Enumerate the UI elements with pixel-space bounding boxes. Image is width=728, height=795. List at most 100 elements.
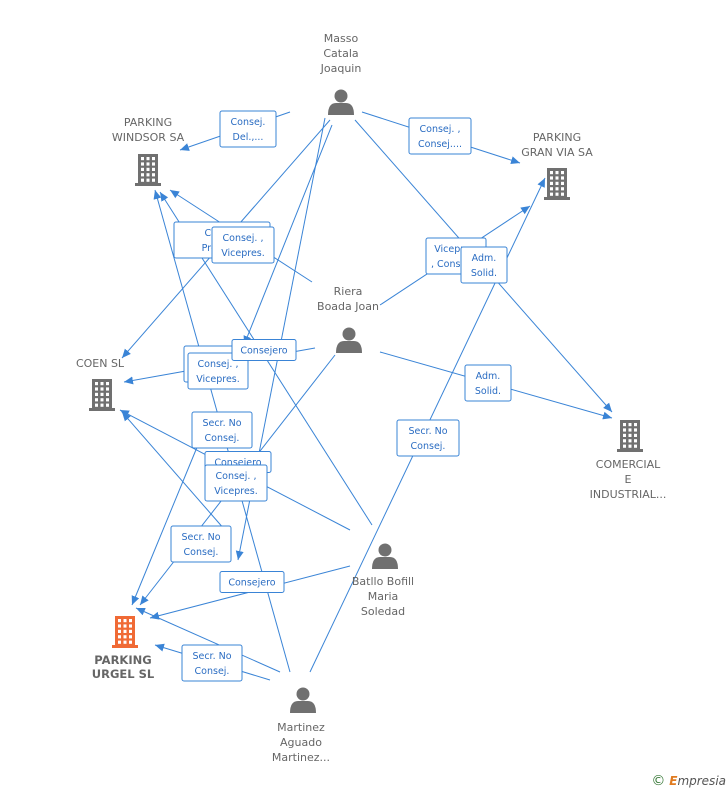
- copyright-icon: ©: [651, 773, 666, 789]
- edge-label: Consej. , Vicepres.: [204, 464, 268, 502]
- node-label: Martinez: [277, 721, 325, 734]
- edge-label-box: [181, 644, 243, 682]
- edge-label-text: Adm.: [472, 253, 497, 264]
- person-icon: [290, 687, 316, 713]
- brand-rest: mpresia: [677, 774, 726, 788]
- edge-label-text: Del.,...: [233, 132, 264, 143]
- edge-line: [243, 124, 333, 346]
- edge-label-box: [460, 246, 508, 284]
- edge-label: Adm. Solid.: [464, 364, 512, 402]
- edge-label-text: Consej. ,: [420, 124, 461, 135]
- node-label: Boada Joan: [317, 300, 379, 313]
- node-label: Batllo Bofill: [352, 575, 414, 588]
- edge-label-text: Solid.: [475, 386, 501, 397]
- edge-label: Consej. , Consej....: [408, 117, 472, 155]
- person-icon: [328, 89, 354, 115]
- building-icon: [89, 379, 115, 411]
- edge-label: Consejero: [219, 571, 285, 593]
- building-icon: [544, 168, 570, 200]
- building-icon: [135, 154, 161, 186]
- node-label: Soledad: [361, 605, 405, 618]
- edge-label-text: Consej.: [411, 441, 446, 452]
- node-martinez[interactable]: MartinezAguadoMartinez...: [272, 687, 330, 765]
- edge-label-text: Consejero: [228, 578, 275, 589]
- edge-label: Secr. No Consej.: [396, 419, 460, 457]
- node-coen[interactable]: COEN SL: [76, 357, 125, 411]
- edge-label-box: [187, 352, 249, 390]
- edge-label: Consej. , Vicepres.: [187, 352, 249, 390]
- edge-label-text: Consej. ,: [198, 359, 239, 370]
- edge-label-text: Consej. ,: [223, 233, 264, 244]
- edge-label-box: [170, 525, 232, 563]
- edge-label-box: [211, 226, 275, 264]
- node-comercial[interactable]: COMERCIAL E INDUSTRIAL...: [590, 420, 667, 501]
- edge-label-box: [408, 117, 472, 155]
- edge-label-text: Secr. No: [192, 651, 231, 662]
- edge-label-text: Consejero: [240, 346, 287, 357]
- edge-label: Secr. No Consej.: [170, 525, 232, 563]
- node-label: PARKING: [94, 653, 151, 667]
- edge-label-text: Consejero: [214, 458, 261, 469]
- edge-label-box: [191, 411, 253, 449]
- edge-label-text: Vicepres.: [434, 244, 478, 255]
- edge-label-text: Consej....: [418, 139, 462, 150]
- node-label: E: [625, 473, 632, 486]
- node-label: COEN SL: [76, 357, 125, 370]
- edge-label-text: Vicepres.: [221, 248, 265, 259]
- node-label: Masso: [324, 32, 359, 45]
- edge-label-text: , Consej....: [431, 259, 481, 270]
- edge-label: Consej. Del.,...: [219, 110, 277, 148]
- edge-label-text: Secr. No: [202, 418, 241, 429]
- brand-e: E: [669, 774, 678, 788]
- node-label: COMERCIAL: [596, 458, 661, 471]
- edge-label-text: Consej.: [205, 433, 240, 444]
- edge-label-text: Solid.: [471, 268, 497, 279]
- node-label: Martinez...: [272, 751, 330, 764]
- edge-label: Consejero: [231, 339, 297, 361]
- edge-line: [121, 411, 226, 531]
- node-granvia[interactable]: PARKING GRAN VIA SA: [521, 131, 593, 200]
- edge-label-text: Consej.: [184, 547, 219, 558]
- node-label: Catala: [323, 47, 358, 60]
- node-label: WINDSOR SA: [112, 131, 185, 144]
- building-icon: [617, 420, 643, 452]
- edge-label-text: Adm.: [476, 371, 501, 382]
- edge-label-box: [219, 110, 277, 148]
- edge-line: [135, 607, 281, 673]
- edge-label: Consej. , Vicepres.: [211, 226, 275, 264]
- empresia-brand: © Empresia: [651, 773, 726, 789]
- building-icon: [112, 616, 138, 648]
- edge-label-text: Vicepres.: [196, 374, 240, 385]
- edge-label-text: Secr. No: [408, 426, 447, 437]
- node-label: Joaquin: [320, 62, 362, 75]
- edge-label-box: [231, 339, 297, 361]
- node-label: INDUSTRIAL...: [590, 488, 667, 501]
- person-icon: [336, 327, 362, 353]
- edge-label-text: Consej. ,: [216, 471, 257, 482]
- edge-label-text: Vicepres.: [214, 486, 258, 497]
- edge-label-box: [396, 419, 460, 457]
- edge-label-text: Consej.: [195, 666, 230, 677]
- edge-label: Adm. Solid.: [460, 246, 508, 284]
- node-label: Aguado: [280, 736, 322, 749]
- node-label: URGEL SL: [92, 667, 155, 681]
- edge-label-text: Secr. No: [181, 532, 220, 543]
- node-label: GRAN VIA SA: [521, 146, 593, 159]
- edge-label: Secr. No Consej.: [181, 644, 243, 682]
- edge-label: Secr. No Consej.: [191, 411, 253, 449]
- edge-line: [131, 439, 201, 606]
- edge-label-text: Consej.: [231, 117, 266, 128]
- edge-label-box: [464, 364, 512, 402]
- node-label: PARKING: [533, 131, 581, 144]
- edge-label-box: [204, 464, 268, 502]
- edge-label-box: [219, 571, 285, 593]
- person-icon: [372, 543, 398, 569]
- node-label: Maria: [368, 590, 399, 603]
